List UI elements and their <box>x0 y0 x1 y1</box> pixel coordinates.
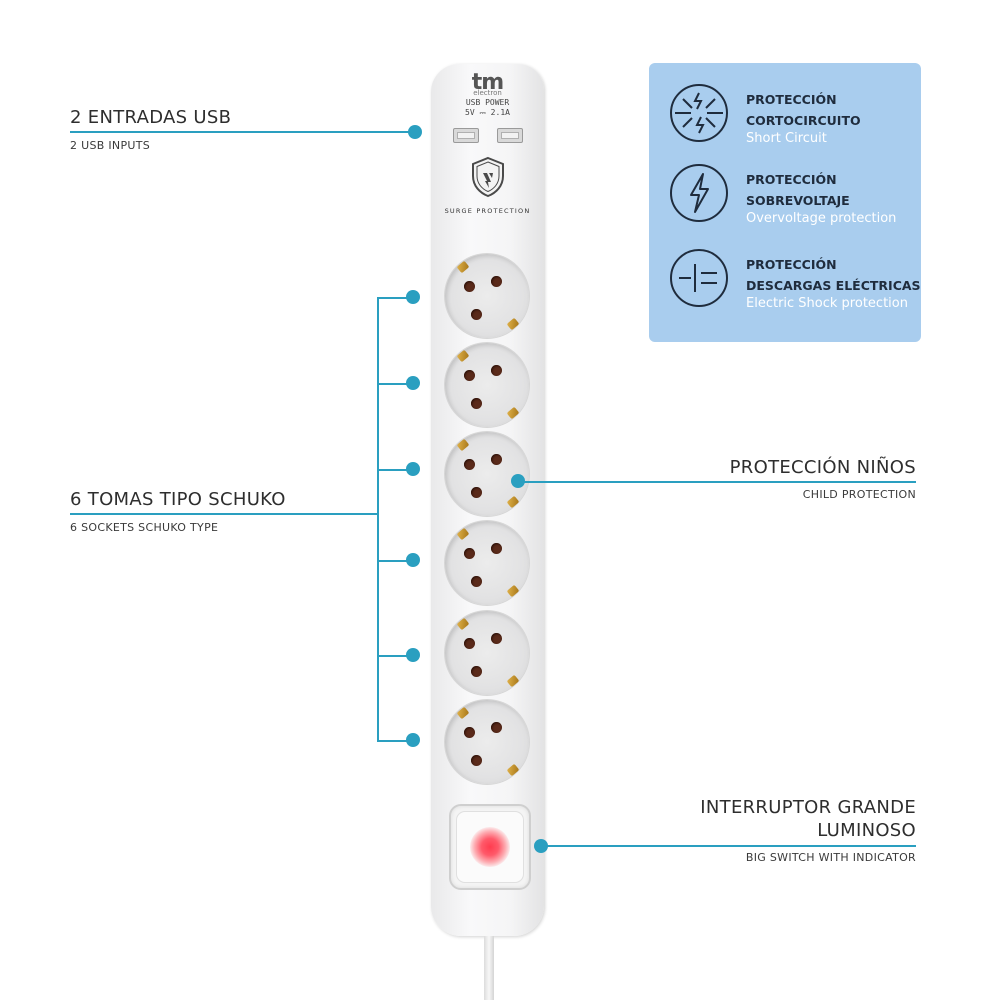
socket-branch-line <box>377 740 413 742</box>
feature-title-line2: DESCARGAS ELÉCTRICAS <box>746 278 921 293</box>
socket-earth-clip <box>506 495 520 509</box>
feature-electric-shock: PROTECCIÓN DESCARGAS ELÉCTRICAS Electric… <box>669 248 921 318</box>
socket-branch-line <box>377 655 413 657</box>
feature-subtitle: Overvoltage protection <box>746 211 897 226</box>
feature-title-line1: PROTECCIÓN <box>746 257 837 272</box>
feature-overvoltage: PROTECCIÓN SOBREVOLTAJE Overvoltage prot… <box>669 163 919 233</box>
schuko-socket[interactable] <box>445 521 529 605</box>
sockets-subtitle: 6 SOCKETS SCHUKO TYPE <box>70 521 219 534</box>
short-circuit-icon <box>670 84 728 142</box>
socket-earth-clip <box>456 617 470 631</box>
switch-leader-line <box>541 845 916 847</box>
switch-subtitle: BIG SWITCH WITH INDICATOR <box>745 851 916 864</box>
feature-title-line1: PROTECCIÓN <box>746 92 837 107</box>
brand-logo-sub: electron <box>473 89 502 97</box>
child-protection-title: PROTECCIÓN NIÑOS <box>729 457 916 478</box>
socket-branch-line <box>377 560 413 562</box>
socket-pin <box>464 281 475 292</box>
brand-logo: tm <box>471 70 504 95</box>
socket-earth-clip <box>456 706 470 720</box>
socket-pin <box>491 722 502 733</box>
feature-subtitle: Short Circuit <box>746 131 827 146</box>
socket-pin <box>464 459 475 470</box>
socket-pin <box>464 638 475 649</box>
schuko-socket[interactable] <box>445 700 529 784</box>
socket-pin <box>464 370 475 381</box>
socket-branch-line <box>377 383 413 385</box>
power-cable <box>484 936 494 1000</box>
schuko-socket[interactable] <box>445 611 529 695</box>
socket-earth-clip <box>456 527 470 541</box>
socket-earth-clip <box>456 438 470 452</box>
sockets-bracket-line <box>377 297 379 741</box>
switch-face <box>456 811 524 883</box>
feature-title-line2: CORTOCIRCUITO <box>746 113 861 128</box>
usb-port[interactable] <box>453 128 479 143</box>
child-leader-line <box>518 481 916 483</box>
feature-subtitle: Electric Shock protection <box>746 296 908 311</box>
surge-shield-icon <box>472 156 504 198</box>
switch-marker-dot <box>534 839 548 853</box>
schuko-socket[interactable] <box>445 343 529 427</box>
socket-earth-clip <box>506 406 520 420</box>
switch-title-line1: INTERRUPTOR GRANDE <box>700 797 916 818</box>
power-switch-button[interactable] <box>449 804 531 890</box>
socket-pin <box>471 576 482 587</box>
schuko-socket[interactable] <box>445 432 529 516</box>
indicator-led-icon <box>470 827 510 867</box>
feature-title-line2: SOBREVOLTAJE <box>746 193 850 208</box>
socket-earth-clip <box>506 584 520 598</box>
feature-title-line1: PROTECCIÓN <box>746 172 837 187</box>
usb-inputs-title: 2 ENTRADAS USB <box>70 107 232 128</box>
schuko-socket[interactable] <box>445 254 529 338</box>
socket-marker-dot <box>406 376 420 390</box>
socket-pin <box>491 365 502 376</box>
socket-pin <box>471 755 482 766</box>
socket-pin <box>464 548 475 559</box>
socket-earth-clip <box>456 349 470 363</box>
socket-pin <box>471 666 482 677</box>
usb-leader-line <box>70 131 415 133</box>
child-marker-dot <box>511 474 525 488</box>
socket-marker-dot <box>406 462 420 476</box>
socket-pin <box>491 633 502 644</box>
socket-pin <box>471 487 482 498</box>
power-strip: tm electron USB POWER 5V ⎓ 2.1A SURGE PR… <box>431 64 544 936</box>
socket-marker-dot <box>406 733 420 747</box>
usb-marker-dot <box>408 125 422 139</box>
socket-pin <box>464 727 475 738</box>
features-panel: PROTECCIÓN CORTOCIRCUITO Short Circuit P… <box>649 63 921 342</box>
usb-spec-label: 5V ⎓ 2.1A <box>465 108 510 117</box>
socket-earth-clip <box>456 260 470 274</box>
socket-pin <box>491 454 502 465</box>
surge-protection-label: SURGE PROTECTION <box>444 207 531 215</box>
usb-inputs-subtitle: 2 USB INPUTS <box>70 139 151 152</box>
socket-earth-clip <box>506 763 520 777</box>
socket-marker-dot <box>406 553 420 567</box>
usb-port[interactable] <box>497 128 523 143</box>
socket-pin <box>491 543 502 554</box>
socket-marker-dot <box>406 648 420 662</box>
ground-icon <box>670 249 728 307</box>
child-protection-subtitle: CHILD PROTECTION <box>802 488 916 501</box>
lightning-icon <box>670 164 728 222</box>
socket-branch-line <box>377 469 413 471</box>
socket-earth-clip <box>506 674 520 688</box>
feature-short-circuit: PROTECCIÓN CORTOCIRCUITO Short Circuit <box>669 83 919 153</box>
socket-pin <box>471 309 482 320</box>
socket-pin <box>491 276 502 287</box>
sockets-leader-line <box>70 513 378 515</box>
usb-power-label: USB POWER <box>465 98 510 107</box>
switch-title-line2: LUMINOSO <box>817 820 916 841</box>
socket-pin <box>471 398 482 409</box>
socket-earth-clip <box>506 317 520 331</box>
socket-marker-dot <box>406 290 420 304</box>
socket-branch-line <box>377 297 413 299</box>
sockets-title: 6 TOMAS TIPO SCHUKO <box>70 489 286 510</box>
